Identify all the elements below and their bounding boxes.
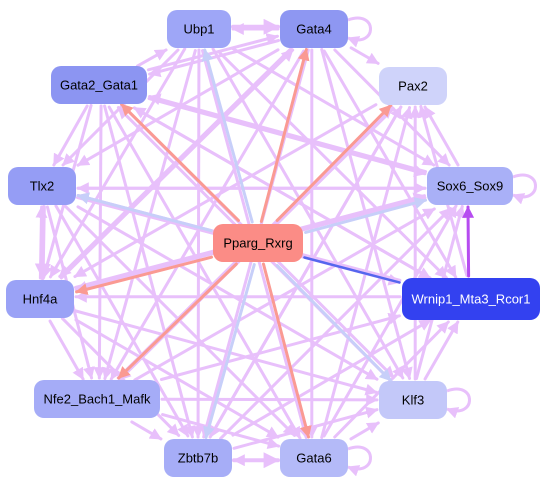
edge-pparg_rxrg-to-gata2_gata1 [120,102,240,222]
node-label: Zbtb7b [178,451,218,466]
edge-ubp1-to-zbtb7b [192,48,205,439]
edge-pparg_rxrg-to-nfe2 [117,262,238,380]
edge-nfe2-to-zbtb7b [130,420,163,441]
node-tlx2[interactable]: Tlx2 [8,167,76,205]
edge-pparg_rxrg-to-tlx2 [76,192,213,233]
edge-layer [34,16,537,477]
edge-gata4-to-nfe2 [109,49,306,381]
node-label: Pax2 [398,79,428,94]
node-box [280,439,348,477]
edge-pparg_rxrg-to-wrnip1 [303,256,401,284]
edge-wrnip1-to-gata2_gata1 [132,106,432,280]
edge-gata6-to-klf3 [349,421,380,441]
node-label: Tlx2 [30,179,55,194]
edge-pparg_rxrg-to-gata4 [259,47,310,223]
node-nfe2[interactable]: Nfe2_Bach1_Mafk [34,380,160,418]
edge-klf3-to-wrnip1 [423,320,460,381]
edge-gata2_gata1-to-gata6 [107,105,302,440]
edge-pparg_rxrg-to-zbtb7b [203,263,256,440]
edge-gata2_gata1-to-tlx2 [52,104,89,167]
self-loop-gata6 [346,445,372,477]
node-label: Nfe2_Bach1_Mafk [44,392,151,407]
node-box [427,167,513,205]
edge-pparg_rxrg-to-klf3 [275,264,393,383]
edge-sox6_sox9-to-gata2_gata1 [148,93,428,174]
node-box [402,278,540,320]
node-pax2[interactable]: Pax2 [379,67,447,105]
self-loop-gata4 [346,16,372,48]
edge-nfe2-to-wrnip1 [159,312,401,381]
node-label: Sox6_Sox9 [437,179,504,194]
edge-gata4-to-pax2 [349,46,380,65]
node-klf3[interactable]: Klf3 [379,381,447,419]
node-sox6-sox9[interactable]: Sox6_Sox9 [427,167,513,205]
node-box [6,280,74,318]
edge-pax2-to-hnf4a [73,103,378,279]
node-box [8,167,76,205]
edge-sox6_sox9-to-pax2 [423,105,460,167]
edge-pparg_rxrg-to-pax2 [275,103,393,222]
node-wrnip1[interactable]: Wrnip1_Mta3_Rcor1 [402,278,540,320]
node-box [379,381,447,419]
edge-hnf4a-to-klf3 [73,309,378,396]
edge-hnf4a-to-gata6 [74,318,280,439]
edge-zbtb7b-to-wrnip1 [231,318,432,437]
node-label: Gata4 [296,22,331,37]
edge-gata2_gata1-to-sox6_sox9 [147,97,427,177]
node-box [164,439,232,477]
node-ubp1[interactable]: Ubp1 [167,10,231,48]
node-label: Klf3 [402,393,424,408]
edge-tlx2-to-hnf4a [34,205,51,281]
edge-tlx2-to-klf3 [76,205,379,381]
node-box [213,224,303,262]
node-box [34,380,160,418]
node-box [379,67,447,105]
self-loop-sox6_sox9 [511,173,537,205]
node-hnf4a[interactable]: Hnf4a [6,280,74,318]
node-label: Hnf4a [23,292,58,307]
node-label: Gata6 [296,451,331,466]
node-label: Ubp1 [183,22,214,37]
edge-gata4-to-gata2_gata1 [148,39,281,78]
edge-pparg_rxrg-to-sox6_sox9 [304,197,428,234]
node-pparg-rxrg[interactable]: Pparg_Rxrg [213,224,303,262]
node-gata4[interactable]: Gata4 [280,10,348,48]
node-label: Gata2_Gata1 [60,78,138,93]
node-gata2-gata1[interactable]: Gata2_Gata1 [51,66,147,104]
self-loop-klf3 [445,387,471,419]
node-box [167,10,231,48]
edge-pparg_rxrg-to-ubp1 [201,48,254,224]
node-zbtb7b[interactable]: Zbtb7b [164,439,232,477]
edge-hnf4a-to-nfe2 [48,319,85,381]
edge-pax2-to-zbtb7b [208,105,403,439]
node-gata6[interactable]: Gata6 [280,439,348,477]
node-label: Wrnip1_Mta3_Rcor1 [412,292,531,307]
edge-ubp1-to-hnf4a [48,47,187,279]
node-label: Pparg_Rxrg [223,236,292,251]
edge-tlx2-to-zbtb7b [54,204,190,438]
edge-pparg_rxrg-to-hnf4a [75,255,214,296]
edge-gata2_gata1-to-ubp1 [136,48,168,68]
edge-nfe2-to-klf3 [160,393,379,406]
edge-pparg_rxrg-to-gata6 [261,262,312,439]
edge-hnf4a-to-tlx2 [35,205,48,280]
node-box [280,10,348,48]
node-box [51,66,147,104]
edge-hnf4a-to-gata4 [59,48,295,280]
edge-gata6-to-sox6_sox9 [322,204,458,438]
edge-wrnip1-to-sox6_sox9 [462,205,475,278]
edge-nfe2-to-sox6_sox9 [133,207,436,382]
